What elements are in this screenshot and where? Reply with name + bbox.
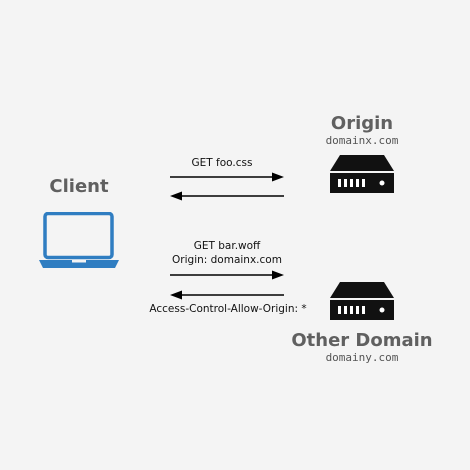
origin-host: domainx.com bbox=[325, 134, 399, 147]
request-label-bar: GET bar.woff bbox=[193, 240, 261, 252]
other-domain-title: Other Domain bbox=[291, 330, 433, 351]
other-server-icon bbox=[330, 282, 394, 320]
origin-server-icon bbox=[330, 155, 394, 193]
arrow-left-2 bbox=[170, 290, 284, 300]
request-label-foo: GET foo.css bbox=[191, 157, 253, 169]
arrow-left-1 bbox=[170, 191, 284, 201]
acao-header-label: Access-Control-Allow-Origin: * bbox=[149, 303, 307, 315]
origin-header-label: Origin: domainx.com bbox=[172, 254, 282, 266]
arrow-right-1 bbox=[170, 172, 284, 182]
arrow-right-2 bbox=[170, 270, 284, 280]
origin-title: Origin bbox=[330, 113, 394, 134]
client-laptop-icon bbox=[39, 212, 119, 268]
client-title: Client bbox=[49, 176, 109, 197]
other-domain-host: domainy.com bbox=[325, 351, 399, 364]
